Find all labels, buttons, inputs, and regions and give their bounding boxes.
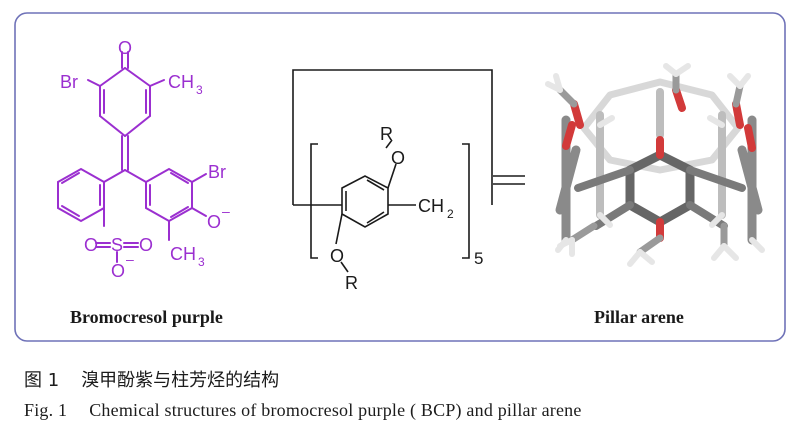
repeat-count: 5	[474, 249, 483, 268]
pillar-benzene-ring	[341, 175, 389, 228]
atom-o-top: O	[118, 38, 132, 58]
charge-so3: –	[126, 251, 134, 267]
so3-group	[95, 242, 139, 263]
atom-o-minus: O	[207, 212, 221, 232]
atom-so3-s: S	[111, 235, 123, 255]
atom-so3-o1: O	[84, 235, 98, 255]
atom-so3-o3: O	[111, 261, 125, 281]
caption-cn-number: 图 1	[24, 370, 60, 391]
atom-ch2: CH	[418, 196, 444, 216]
bcp-structure	[57, 51, 207, 263]
label-bromocresol-purple: Bromocresol purple	[70, 307, 223, 327]
charge-o-minus: –	[222, 203, 230, 219]
cyclic-loop-line	[292, 69, 493, 205]
atom-ch3-bottom-sub: 3	[198, 255, 205, 269]
sulfonate-ring	[57, 167, 105, 227]
caption-en-number: Fig. 1	[24, 400, 68, 420]
atom-ch3-top-sub: 3	[196, 83, 203, 97]
equals-sign	[493, 175, 525, 185]
atom-ch3-bottom: CH	[170, 244, 196, 264]
atom-r-top: R	[380, 124, 393, 144]
pillar-arene-3d-model	[545, 63, 765, 267]
figure-frame	[14, 12, 786, 342]
caption-en-text: Chemical structures of bromocresol purpl…	[89, 400, 582, 420]
caption-cn-text: 溴甲酚紫与柱芳烃的结构	[81, 370, 280, 391]
atom-o-top-pillar: O	[391, 148, 405, 168]
pillar-unit	[292, 69, 493, 273]
atom-br-left: Br	[60, 72, 78, 92]
label-pillar-arene: Pillar arene	[594, 307, 684, 327]
pillar-labels: R O CH 2 O R 5	[330, 124, 483, 293]
caption-english: Fig. 1 Chemical structures of bromocresol…	[24, 400, 582, 421]
atom-so3-o2: O	[139, 235, 153, 255]
atom-ch3-top: CH	[168, 72, 194, 92]
atom-o-bottom-pillar: O	[330, 246, 344, 266]
bracket-right	[462, 143, 470, 259]
atom-ch2-sub: 2	[447, 207, 454, 221]
atom-r-bottom: R	[345, 273, 358, 293]
quinone-ring	[87, 51, 165, 137]
caption-chinese: 图 1 溴甲酚紫与柱芳烃的结构	[24, 366, 279, 392]
bracket-left	[310, 143, 318, 259]
atom-br-right: Br	[208, 162, 226, 182]
bcp-labels: O Br CH 3 Br O – CH 3 O S O O –	[60, 38, 230, 281]
phenolate-ring	[145, 167, 207, 241]
